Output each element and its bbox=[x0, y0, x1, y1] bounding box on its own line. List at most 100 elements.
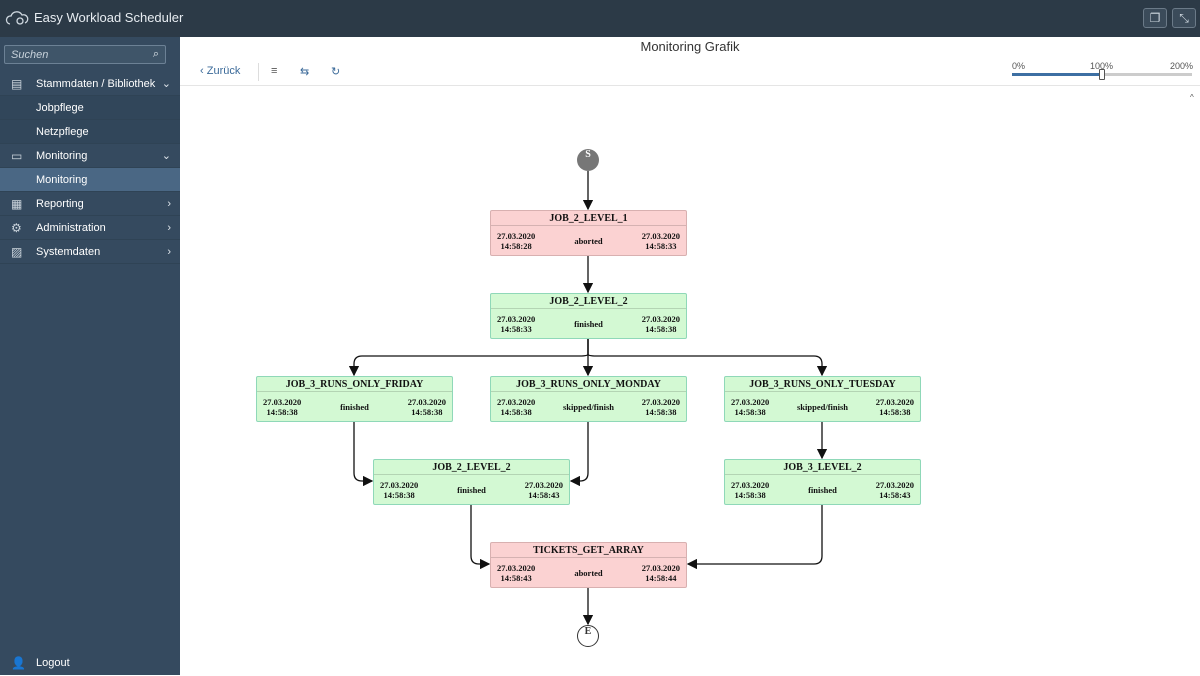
end-time: 14:58:38 bbox=[645, 324, 677, 334]
search-icon[interactable]: ⌕ bbox=[152, 48, 159, 60]
end-time: 14:58:43 bbox=[528, 490, 560, 500]
start-node: S bbox=[577, 149, 599, 171]
sidebar-item-monitoring-group[interactable]: ▭Monitoring⌄ bbox=[0, 144, 180, 168]
sidebar-item-systemdaten[interactable]: ▨Systemdaten› bbox=[0, 240, 180, 264]
start-date: 27.03.2020 bbox=[497, 231, 536, 241]
restore-window-icon[interactable]: ❐ bbox=[1143, 8, 1167, 28]
vertical-scrollbar[interactable]: ^ bbox=[1190, 93, 1194, 102]
graph-edge bbox=[569, 422, 589, 487]
end-time: 14:58:38 bbox=[645, 407, 677, 417]
chevron-right-icon: › bbox=[167, 222, 171, 234]
job-name: JOB_3_RUNS_ONLY_FRIDAY bbox=[257, 377, 452, 392]
job-status: finished bbox=[574, 319, 603, 329]
building-icon: ▤ bbox=[11, 77, 23, 91]
back-button[interactable]: ‹ Zurück bbox=[200, 65, 240, 77]
start-time: 14:58:38 bbox=[734, 407, 766, 417]
app-title: Easy Workload Scheduler bbox=[34, 10, 184, 25]
chevron-down-icon: ⌄ bbox=[161, 150, 171, 162]
user-icon: 👤 bbox=[11, 656, 26, 670]
sidebar-item-label: Jobpflege bbox=[36, 102, 84, 114]
job-status: finished bbox=[340, 402, 369, 412]
start-time: 14:58:38 bbox=[734, 490, 766, 500]
search-input[interactable]: Suchen ⌕ bbox=[4, 45, 166, 64]
logout-button[interactable]: 👤 Logout bbox=[0, 651, 180, 675]
end-node: E bbox=[577, 625, 599, 647]
search-placeholder: Suchen bbox=[11, 49, 49, 61]
job-status: finished bbox=[457, 485, 486, 495]
logout-label: Logout bbox=[36, 657, 70, 669]
job-status: skipped/finish bbox=[796, 402, 849, 412]
sidebar-item-netzpflege[interactable]: Netzpflege bbox=[0, 120, 180, 144]
zoom-slider-handle[interactable] bbox=[1099, 69, 1105, 80]
graph-edge bbox=[686, 505, 823, 570]
start-time: 14:58:33 bbox=[500, 324, 532, 334]
job-status: skipped/finish bbox=[562, 402, 615, 412]
job-name: JOB_2_LEVEL_1 bbox=[491, 211, 686, 226]
start-time: 14:58:43 bbox=[500, 573, 532, 583]
page-title: Monitoring Grafik bbox=[640, 39, 740, 54]
sidebar-item-administration[interactable]: ⚙Administration› bbox=[0, 216, 180, 240]
align-icon[interactable]: ≡ bbox=[271, 65, 278, 77]
zoom-slider[interactable] bbox=[1012, 69, 1192, 80]
refresh-icon[interactable]: ↻ bbox=[331, 66, 341, 78]
zoom-slider-fill bbox=[1012, 73, 1102, 76]
start-date: 27.03.2020 bbox=[380, 480, 419, 490]
cloud-gear-icon bbox=[5, 11, 29, 25]
sidebar-item-label: Monitoring bbox=[36, 174, 88, 186]
start-date: 27.03.2020 bbox=[497, 314, 536, 324]
graph-edge bbox=[348, 339, 589, 377]
sidebar-item-jobpflege[interactable]: Jobpflege bbox=[0, 96, 180, 120]
chart-add-icon: ▨ bbox=[11, 245, 23, 259]
chevron-left-icon: ‹ bbox=[200, 65, 207, 77]
job-status: aborted bbox=[574, 568, 603, 578]
report-icon: ▦ bbox=[11, 197, 23, 211]
graph-edges bbox=[348, 171, 828, 626]
end-date: 27.03.2020 bbox=[875, 397, 914, 407]
start-time: 14:58:38 bbox=[500, 407, 532, 417]
end-date: 27.03.2020 bbox=[875, 480, 914, 490]
sidebar-item-monitoring[interactable]: Monitoring bbox=[0, 168, 180, 192]
start-date: 27.03.2020 bbox=[263, 397, 302, 407]
end-date: 27.03.2020 bbox=[641, 563, 680, 573]
graph-edge bbox=[470, 505, 491, 570]
start-time: 14:58:38 bbox=[383, 490, 415, 500]
sidebar-item-label: Reporting bbox=[36, 198, 84, 210]
job-status: finished bbox=[808, 485, 837, 495]
sidebar-item-reporting[interactable]: ▦Reporting› bbox=[0, 192, 180, 216]
chevron-right-icon: › bbox=[167, 246, 171, 258]
start-time: 14:58:28 bbox=[500, 241, 532, 251]
end-time: 14:58:44 bbox=[645, 573, 677, 583]
job-name: JOB_3_RUNS_ONLY_MONDAY bbox=[491, 377, 686, 392]
monitor-icon: ▭ bbox=[11, 149, 23, 163]
end-date: 27.03.2020 bbox=[641, 231, 680, 241]
start-date: 27.03.2020 bbox=[497, 397, 536, 407]
sidebar: Suchen ⌕ ▤Stammdaten / Bibliothek⌄ Jobpfl… bbox=[0, 37, 180, 675]
sidebar-item-stammdaten[interactable]: ▤Stammdaten / Bibliothek⌄ bbox=[0, 72, 180, 96]
job-name: JOB_2_LEVEL_2 bbox=[491, 294, 686, 309]
job-status: aborted bbox=[574, 236, 603, 246]
exit-fullscreen-icon[interactable]: ⤡ bbox=[1172, 8, 1196, 28]
swap-icon[interactable]: ⇆ bbox=[300, 66, 310, 78]
back-label: Zurück bbox=[206, 65, 241, 77]
